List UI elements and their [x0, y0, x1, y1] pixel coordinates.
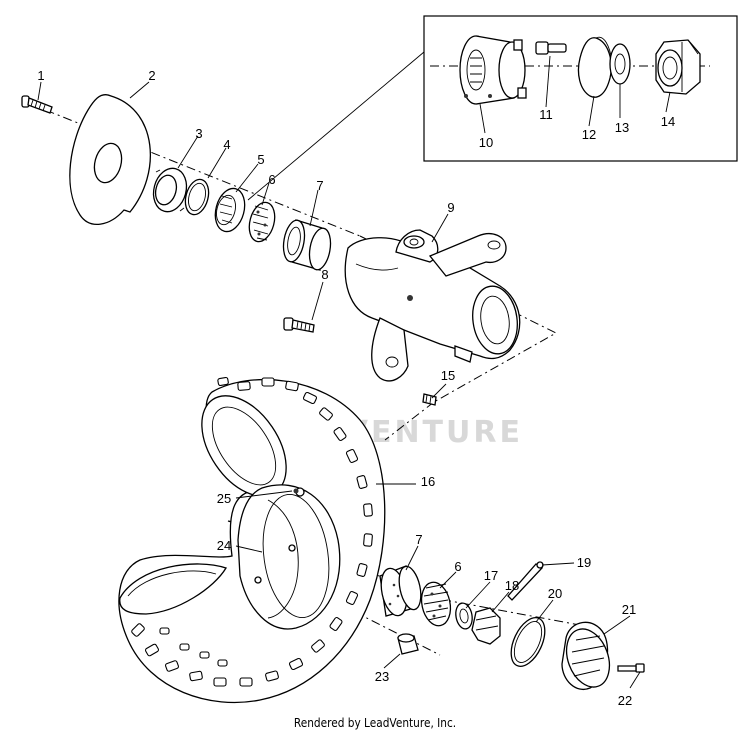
- callout-22: 22: [618, 693, 632, 708]
- callout-3: 3: [195, 126, 202, 141]
- callout-2: 2: [148, 68, 155, 83]
- callout-labels: 1 2 3 4 5 6 7 8 9 10 11 12 13 14 15 16 2…: [37, 68, 675, 708]
- callout-7: 7: [316, 178, 323, 193]
- callout-20: 20: [548, 586, 562, 601]
- part-6-bearing-lower: [420, 581, 452, 627]
- wheel-rim: [237, 484, 341, 630]
- callout-1: 1: [37, 68, 44, 83]
- part-6-bearing-upper: [248, 201, 276, 243]
- leader-lines: [37, 55, 671, 689]
- part-20-o-ring: [510, 617, 546, 667]
- callout-23: 23: [375, 669, 389, 684]
- callout-9: 9: [447, 200, 454, 215]
- part-12-thrust-washer: [577, 36, 613, 98]
- part-2-brake-disc: [69, 94, 151, 225]
- part-14-nut: [655, 39, 701, 95]
- part-11-pin: [535, 41, 567, 55]
- callout-18: 18: [505, 578, 519, 593]
- part-23-valve-stem: [397, 633, 419, 655]
- part-3-seal: [152, 167, 188, 213]
- part-25-valve-hole: [293, 488, 299, 494]
- callout-6: 6: [268, 172, 275, 187]
- part-21-hub-cap: [561, 621, 611, 690]
- footer-credit: Rendered by LeadVenture, Inc.: [293, 716, 457, 730]
- callout-13: 13: [615, 120, 629, 135]
- callout-25: 25: [217, 491, 231, 506]
- callout-14: 14: [661, 114, 675, 129]
- part-17-washer: [455, 602, 473, 630]
- part-1-bolt: [21, 95, 53, 114]
- callout-21: 21: [622, 602, 636, 617]
- part-18-castle-nut: [471, 607, 501, 645]
- callout-17: 17: [484, 568, 498, 583]
- part-10-drive-hub: [459, 35, 527, 105]
- part-7-race-upper: [282, 219, 332, 271]
- callout-10: 10: [479, 135, 493, 150]
- callout-11: 11: [539, 107, 553, 122]
- callout-4: 4: [223, 137, 230, 152]
- callout-19: 19: [577, 555, 591, 570]
- part-4-snap-ring: [184, 178, 210, 216]
- part-22-screw: [617, 663, 645, 673]
- part-19-cotter-pin: [507, 561, 544, 601]
- part-9-spindle-housing: [344, 229, 521, 382]
- callout-24: 24: [217, 538, 231, 553]
- callout-5: 5: [257, 152, 264, 167]
- callout-15: 15: [441, 368, 455, 383]
- callout-16: 16: [421, 474, 435, 489]
- part-13-washer: [609, 43, 631, 85]
- part-5-spline-hub: [214, 187, 246, 233]
- callout-7-lower: 7: [415, 532, 422, 547]
- callout-6-lower: 6: [454, 559, 461, 574]
- part-7-race-lower: [379, 565, 422, 617]
- part-8-bolt: [283, 317, 315, 333]
- callout-12: 12: [582, 127, 596, 142]
- detail-inset: [247, 15, 738, 201]
- callout-8: 8: [321, 267, 328, 282]
